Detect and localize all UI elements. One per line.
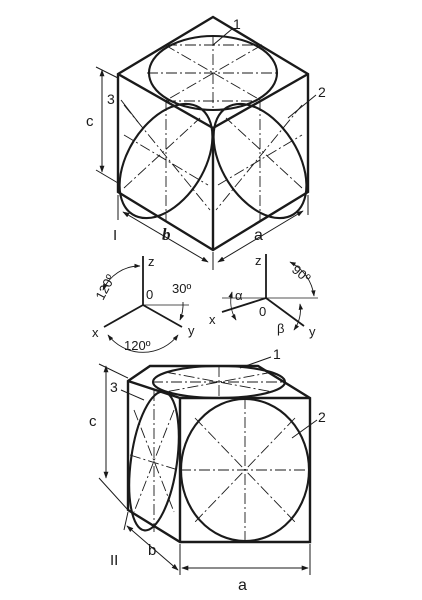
callout-1-I: 1 <box>233 16 241 32</box>
leader-3-I <box>120 99 139 123</box>
dim-b-label-II: b <box>148 542 156 559</box>
roman-II: II <box>110 552 118 569</box>
callout-3-I: 3 <box>107 91 115 107</box>
figure-II-dimetric-cube <box>98 356 318 575</box>
axis-x-left: x <box>92 325 99 340</box>
axes-dimetric <box>221 254 318 331</box>
angle-alpha: α <box>235 288 243 303</box>
angle-120-top: 120º <box>92 272 118 303</box>
cube-II-edge-top-front <box>127 379 181 400</box>
dim-a-label-II: a <box>238 577 247 594</box>
dim-c-label-II: c <box>89 413 97 430</box>
leader-3-II <box>120 389 145 401</box>
dim-a-label-I: a <box>254 227 263 244</box>
leader-1-II <box>239 356 272 369</box>
axes-isometric <box>102 256 189 353</box>
axis-y-right: y <box>309 324 316 339</box>
callout-2-I: 2 <box>318 84 326 100</box>
centerlines-II <box>129 366 310 542</box>
dimension-b-II <box>123 511 181 575</box>
angle-beta: β <box>277 321 284 336</box>
callout-3-II: 3 <box>110 379 118 395</box>
leader-1-I <box>212 28 233 46</box>
dimension-a-I <box>217 195 309 263</box>
dimension-c-I <box>95 66 119 184</box>
axis-z-right: z <box>255 253 262 268</box>
axis-y-left: y <box>188 323 195 338</box>
origin-right: 0 <box>259 304 266 319</box>
dimension-c-II <box>98 363 129 511</box>
figure-I-isometric-cube <box>95 15 317 270</box>
dimension-b-I <box>117 195 214 270</box>
leader-2-II <box>291 419 318 439</box>
centerlines-I <box>123 35 303 222</box>
dim-b-label-I: b <box>162 225 171 244</box>
axis-z-left: z <box>148 254 155 269</box>
axis-x-right: x <box>209 312 216 327</box>
leader-2-I <box>287 94 317 119</box>
angle-30: 30º <box>172 281 191 296</box>
roman-I: I <box>113 227 117 244</box>
origin-left: 0 <box>146 287 153 302</box>
dim-c-label-I: c <box>86 113 94 130</box>
angle-120-bottom: 120º <box>124 338 151 353</box>
callout-2-II: 2 <box>318 409 326 425</box>
callout-1-II: 1 <box>273 346 281 362</box>
dimension-a-II <box>181 544 311 575</box>
